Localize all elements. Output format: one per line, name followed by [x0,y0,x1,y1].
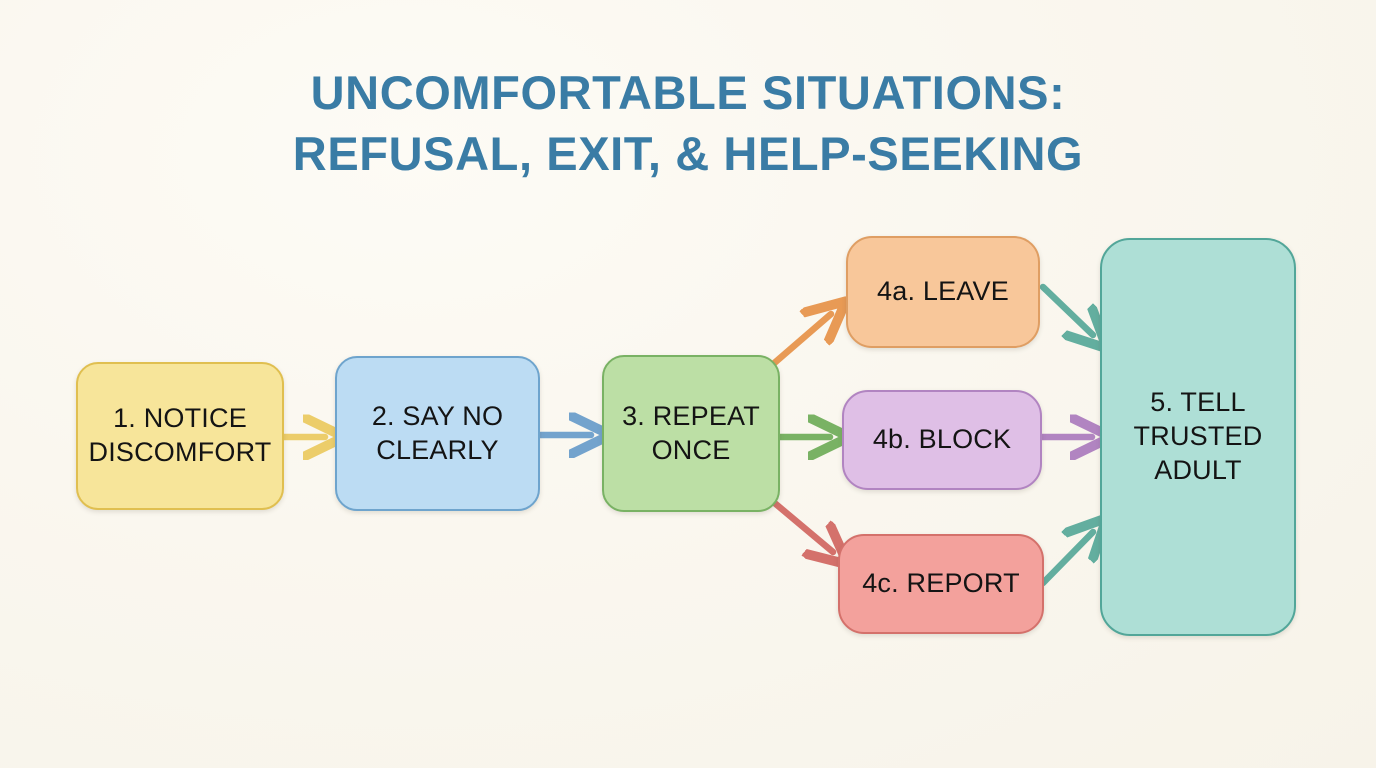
node-tell-trusted-adult-line-1: 5. TELL [1150,387,1246,418]
page-title-line-1: UNCOMFORTABLE SITUATIONS: [310,66,1066,119]
node-notice-discomfort-line-1: 1. NOTICE [113,403,247,434]
edge-4c-to-5 [1039,532,1093,587]
node-say-no-clearly-line-2: CLEARLY [376,434,499,465]
node-repeat-once-line-2: ONCE [651,434,731,465]
node-block[interactable]: 4b. BLOCK [842,390,1042,490]
edge-3-to-4a [768,314,831,369]
node-repeat-once-line-1: 3. REPEAT [622,400,760,431]
node-block-label: 4b. BLOCK [872,424,1012,455]
node-say-no-clearly-line-1: 2. SAY NO [371,400,504,431]
node-notice-discomfort-line-2: DISCOMFORT [88,437,272,467]
node-tell-trusted-adult-line-3: ADULT [1154,454,1242,485]
node-notice-discomfort[interactable]: 1. NOTICE DISCOMFORT [76,362,284,510]
edge-3-to-4c [767,496,833,552]
page-title-line-2: REFUSAL, EXIT, & HELP-SEEKING [292,127,1084,181]
edge-4a-to-5 [1039,283,1093,335]
node-repeat-once[interactable]: 3. REPEAT ONCE [602,355,780,512]
page-title: UNCOMFORTABLE SITUATIONS: REFUSAL, EXIT,… [0,62,1376,184]
node-report-label: 4c. REPORT [862,568,1020,599]
node-tell-trusted-adult-line-2: TRUSTED [1133,421,1263,452]
node-leave[interactable]: 4a. LEAVE [846,236,1040,348]
node-tell-trusted-adult[interactable]: 5. TELL TRUSTED ADULT [1100,238,1296,636]
node-say-no-clearly[interactable]: 2. SAY NO CLEARLY [335,356,540,511]
node-report[interactable]: 4c. REPORT [838,534,1044,634]
node-leave-label: 4a. LEAVE [877,276,1009,307]
